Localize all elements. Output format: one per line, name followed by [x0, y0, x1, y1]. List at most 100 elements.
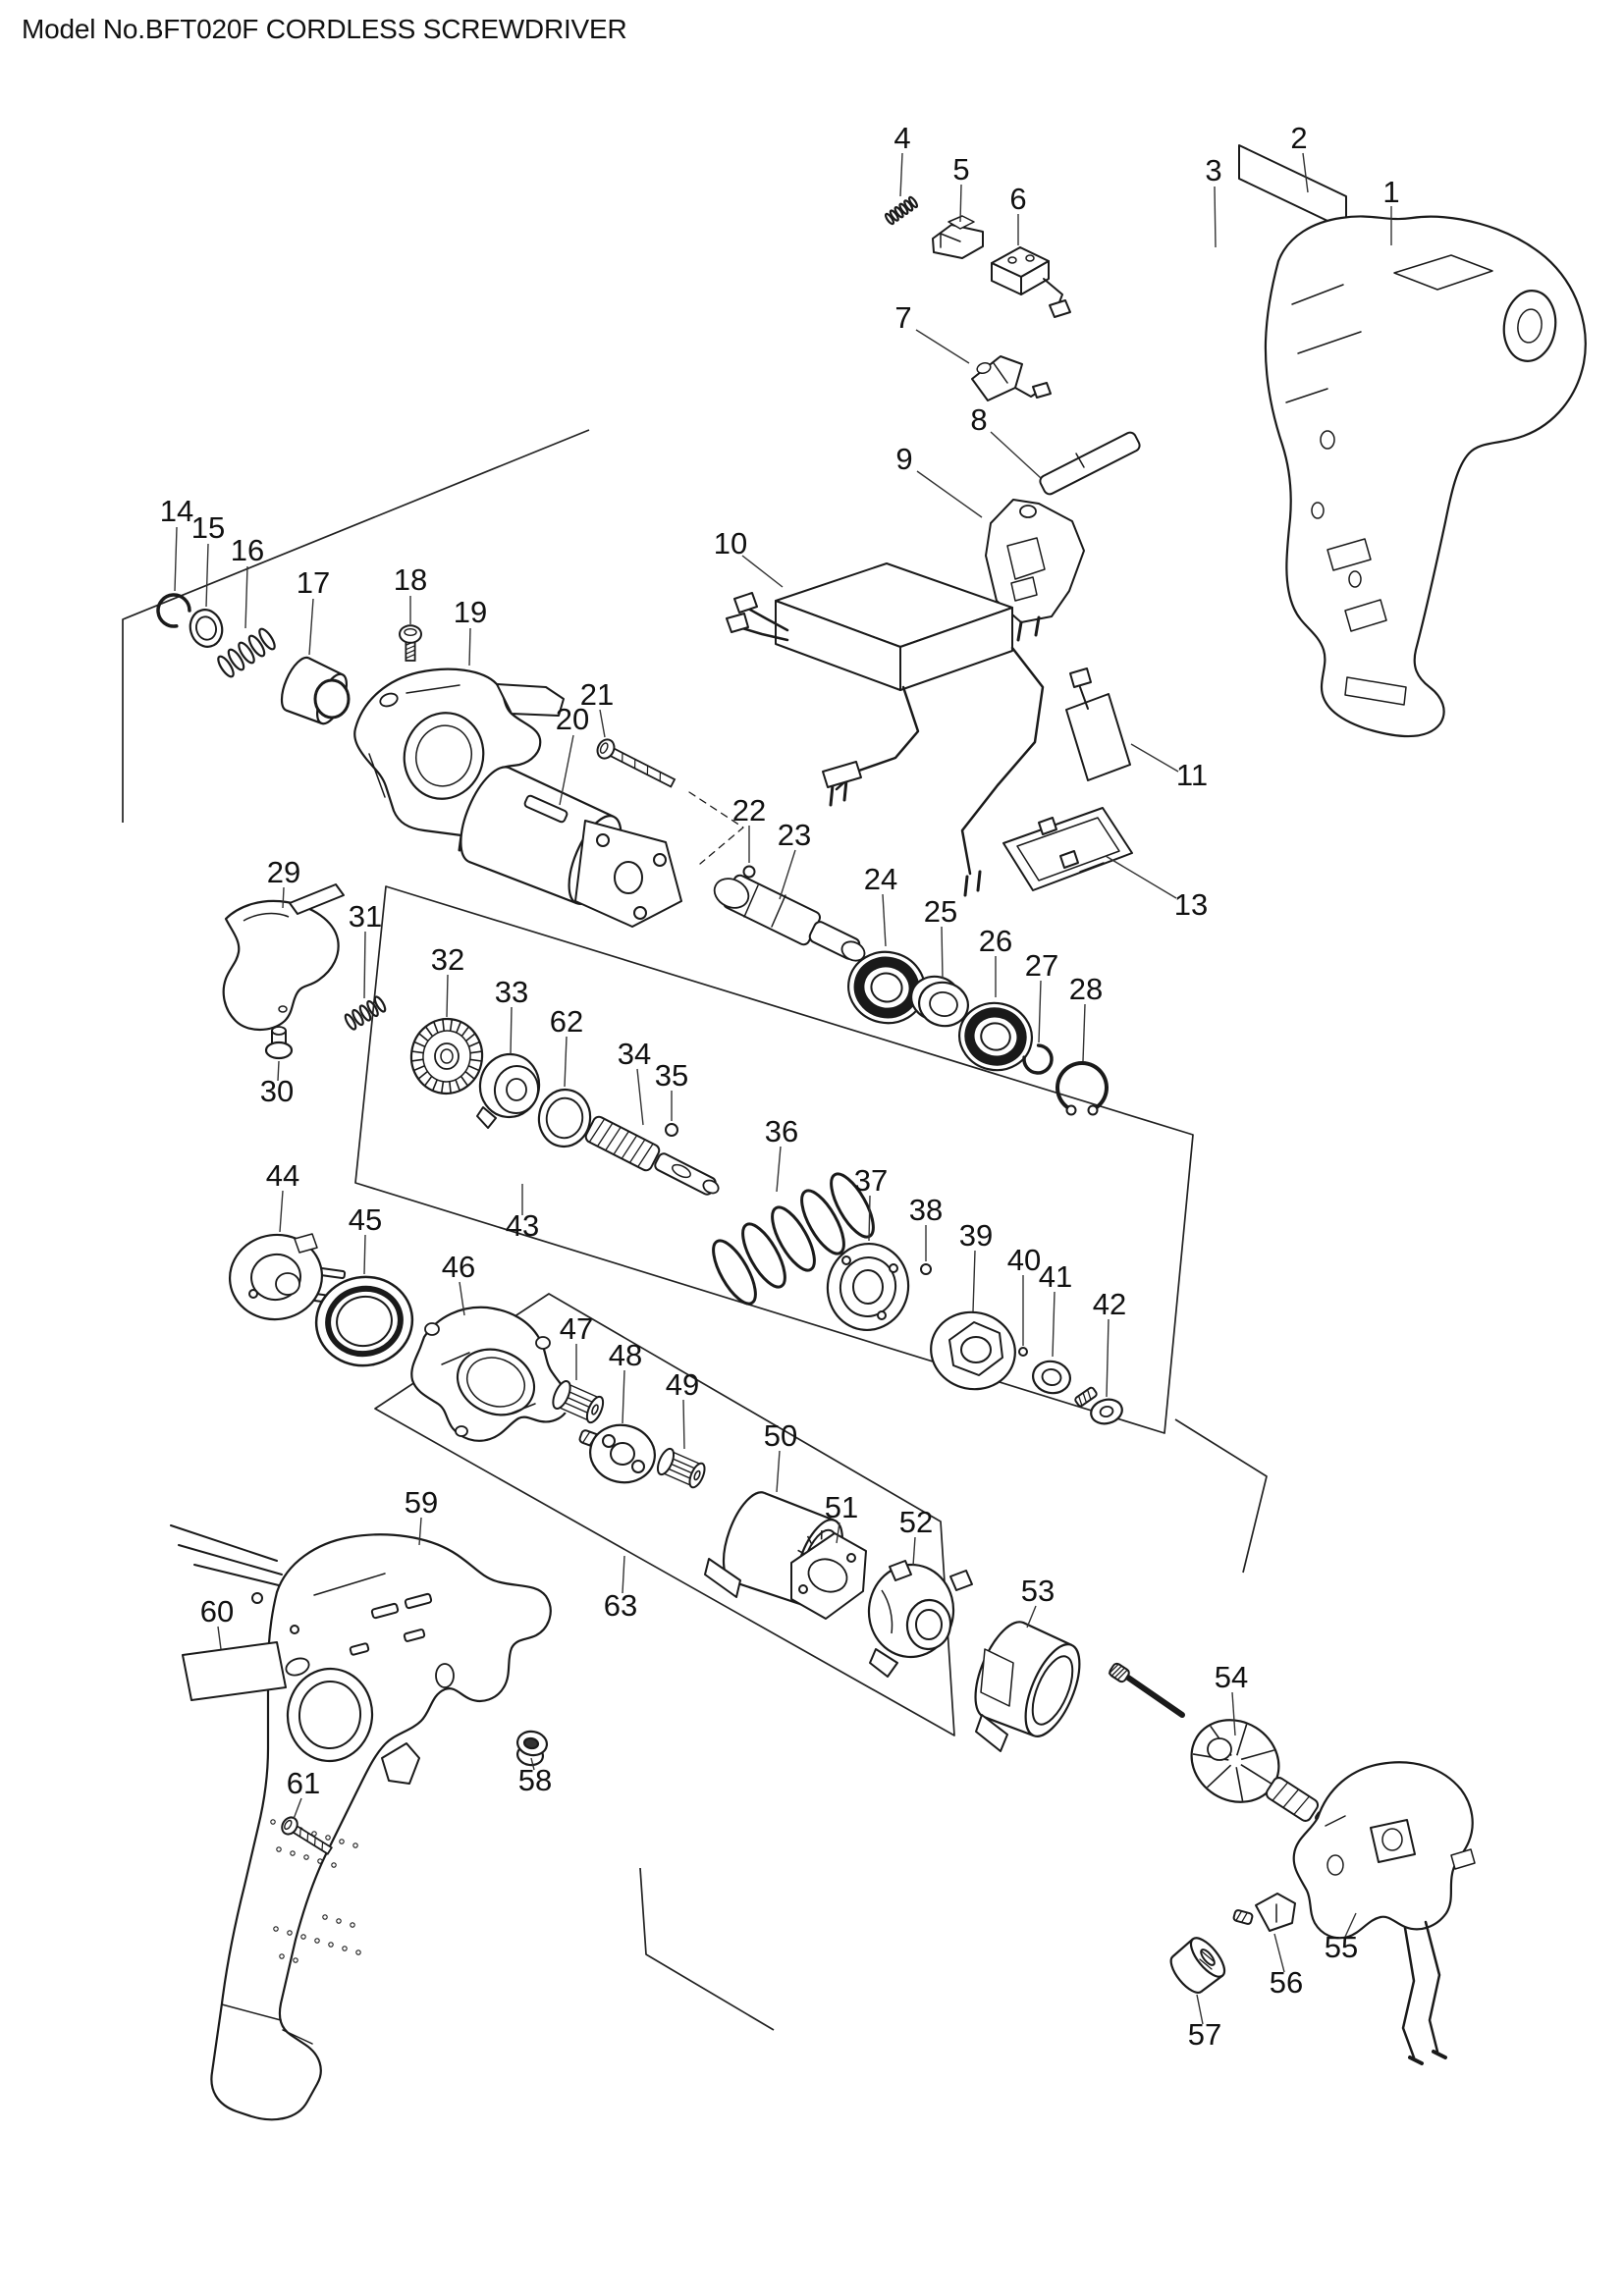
leader-part-50: [776, 1450, 781, 1493]
part-47: [552, 1380, 605, 1424]
leader-part-39: [972, 1250, 976, 1312]
leader-part-11: [1130, 743, 1179, 773]
part-number-59: 59: [405, 1485, 438, 1520]
leader-part-20: [559, 734, 574, 806]
part-number-51: 51: [825, 1490, 858, 1524]
part-number-47: 47: [560, 1311, 593, 1346]
part-7: [971, 355, 1052, 401]
part-number-10: 10: [714, 526, 747, 561]
leader-part-27: [1038, 980, 1042, 1043]
part-number-48: 48: [609, 1338, 642, 1372]
part-number-58: 58: [518, 1763, 552, 1797]
part-number-56: 56: [1270, 1965, 1303, 2000]
part-number-63: 63: [604, 1588, 637, 1623]
part-number-20: 20: [556, 702, 589, 736]
part-22: [742, 865, 756, 879]
part-2: [1238, 144, 1347, 231]
leader-part-21: [599, 709, 606, 738]
part-number-16: 16: [231, 533, 264, 567]
leader-part-51: [836, 1522, 840, 1544]
part-34: [584, 1115, 720, 1196]
diagram-title: Model No.BFT020F CORDLESS SCREWDRIVER: [22, 14, 627, 44]
leader-part-36: [776, 1146, 782, 1193]
part-46: [410, 1306, 570, 1442]
part-number-46: 46: [442, 1250, 475, 1284]
part-number-27: 27: [1025, 948, 1058, 983]
part-number-60: 60: [200, 1594, 234, 1629]
part-number-3: 3: [1205, 153, 1221, 187]
part-number-36: 36: [765, 1114, 798, 1148]
part-number-53: 53: [1021, 1574, 1055, 1608]
part-31: [344, 995, 387, 1031]
part-number-32: 32: [431, 942, 464, 977]
leader-part-58: [530, 1757, 535, 1771]
part-number-26: 26: [979, 924, 1012, 958]
part-number-42: 42: [1093, 1287, 1126, 1321]
part-11: [1065, 667, 1131, 781]
leader-part-5: [959, 184, 962, 223]
part-44: [228, 1233, 347, 1321]
part-21: [596, 738, 744, 865]
part-10: [726, 562, 1045, 897]
part-40: [1018, 1347, 1028, 1357]
leader-lines: [174, 152, 1392, 2025]
part-number-35: 35: [655, 1058, 688, 1093]
part-6: [991, 246, 1071, 318]
part-18: [399, 624, 422, 662]
leader-part-46: [459, 1281, 465, 1316]
part-14: [156, 593, 191, 628]
leader-part-59: [418, 1517, 422, 1546]
leader-part-54: [1231, 1691, 1236, 1736]
leader-part-62: [564, 1036, 568, 1088]
part-number-6: 6: [1009, 182, 1026, 216]
part-41: [1032, 1360, 1071, 1395]
part-number-49: 49: [666, 1367, 699, 1402]
leader-part-48: [622, 1369, 625, 1424]
leader-part-14: [174, 526, 178, 592]
part-number-41: 41: [1039, 1259, 1072, 1294]
part-29: [222, 883, 345, 1032]
part-number-5: 5: [952, 152, 969, 187]
part-number-55: 55: [1325, 1930, 1358, 1964]
leader-part-52: [912, 1536, 916, 1567]
leader-part-30: [277, 1060, 280, 1082]
part-32: [409, 1017, 484, 1095]
part-15: [189, 609, 224, 648]
part-48: [578, 1423, 656, 1484]
part-5: [932, 215, 984, 259]
group-box-clutch: [354, 885, 1194, 1434]
part-27: [1022, 1043, 1054, 1075]
part-number-8: 8: [970, 402, 987, 437]
leader-part-63: [622, 1555, 625, 1594]
leader-part-25: [941, 926, 944, 980]
part-57: [1169, 1937, 1226, 1994]
part-number-61: 61: [287, 1766, 320, 1800]
part-23: [713, 874, 866, 962]
part-42: [1074, 1386, 1123, 1425]
part-number-54: 54: [1215, 1660, 1248, 1694]
leader-part-10: [741, 555, 784, 588]
part-3: [1264, 215, 1587, 738]
part-17: [280, 656, 351, 725]
part-number-11: 11: [1176, 758, 1208, 792]
part-number-40: 40: [1007, 1243, 1041, 1277]
part-number-22: 22: [732, 793, 766, 828]
leader-part-57: [1196, 1994, 1204, 2025]
part-58: [515, 1730, 549, 1767]
leader-part-49: [682, 1399, 685, 1450]
part-number-13: 13: [1174, 887, 1208, 922]
leader-part-7: [915, 329, 970, 364]
leader-part-24: [882, 893, 887, 947]
part-number-30: 30: [260, 1074, 294, 1108]
leader-part-31: [363, 931, 366, 999]
part-number-15: 15: [191, 510, 225, 545]
leader-part-55: [1344, 1912, 1357, 1938]
part-number-9: 9: [895, 442, 912, 476]
leader-part-42: [1106, 1318, 1110, 1398]
part-62: [537, 1088, 592, 1148]
part-13: [1002, 807, 1133, 891]
part-52: [867, 1560, 973, 1678]
leader-part-8: [990, 431, 1042, 479]
